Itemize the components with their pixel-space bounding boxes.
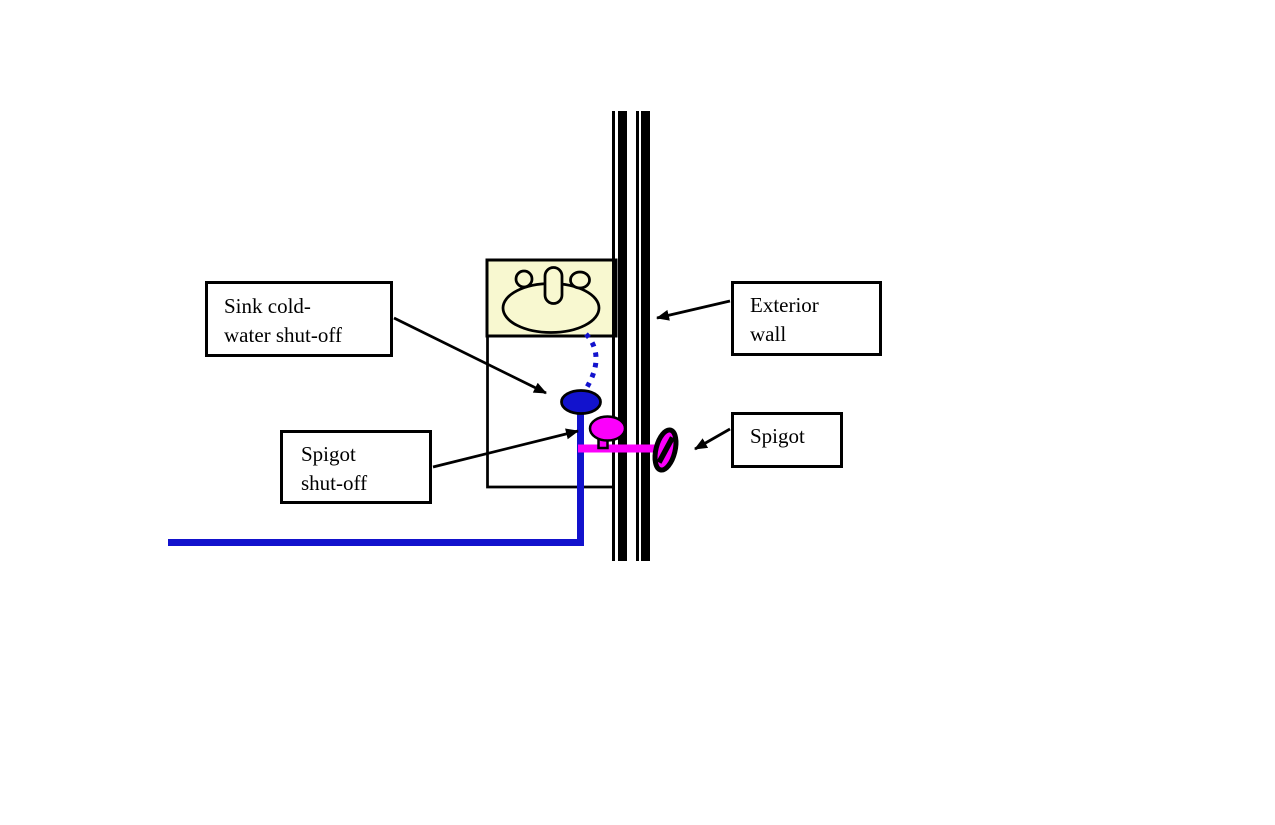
sink-shutoff-valve-icon xyxy=(560,389,602,415)
arrow-to-exterior-wall xyxy=(656,299,731,321)
spigot-shutoff-valve-icon xyxy=(588,415,627,450)
sink-icon xyxy=(501,266,601,334)
arrow-to-spigot xyxy=(694,427,731,451)
annotation-arrows xyxy=(393,299,731,469)
arrow-to-spigot-shutoff xyxy=(432,428,579,469)
exterior-wall-label: Exterior wall xyxy=(731,281,882,356)
sink-shutoff-label: Sink cold- water shut-off xyxy=(205,281,393,357)
spigot-label: Spigot xyxy=(731,412,843,468)
sink-supply-dashed-line xyxy=(581,332,599,394)
faucet-handle-left-icon xyxy=(514,269,534,289)
arrow-to-sink-shutoff xyxy=(393,316,547,395)
valve-knob xyxy=(588,415,627,442)
spigot-pipe xyxy=(578,444,655,453)
spigot-icon xyxy=(652,427,679,473)
faucet-handle-right-icon xyxy=(569,270,591,290)
exterior-wall xyxy=(612,111,650,561)
faucet-icon xyxy=(543,266,564,305)
spigot-shutoff-label: Spigot shut-off xyxy=(280,430,432,504)
cold-water-pipe xyxy=(168,408,584,546)
